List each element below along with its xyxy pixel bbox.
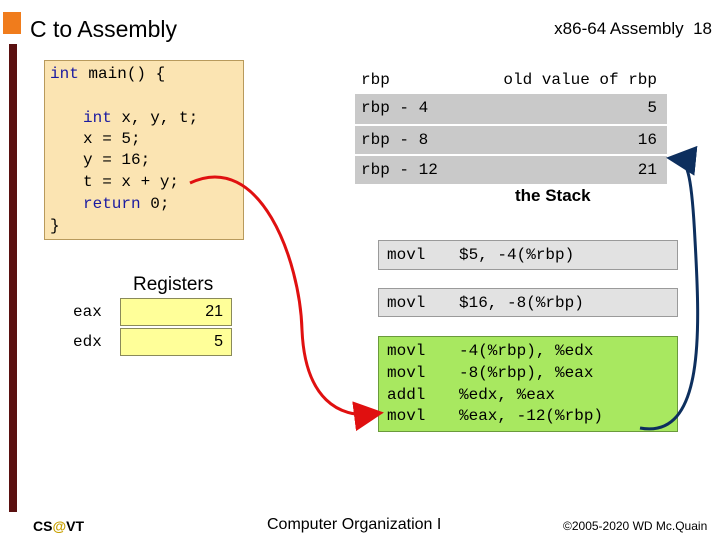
code-line-return: return 0;	[83, 195, 169, 213]
register-name: edx	[73, 333, 102, 351]
code-line-assign-x: x = 5;	[83, 130, 141, 148]
stack-value: 21	[637, 161, 657, 179]
instruction-op: movl	[387, 407, 426, 425]
code-text: 0;	[140, 195, 170, 213]
instruction-args: %edx, %eax	[459, 386, 556, 404]
register-row-eax: eax 21	[66, 298, 232, 326]
c-code-box: int main() { int x, y, t; x = 5; y = 16;…	[44, 60, 244, 240]
instruction-op: movl	[387, 294, 426, 312]
footer-course-name: Computer Organization I	[267, 516, 442, 533]
instruction-box-2: movl $16, -8(%rbp)	[378, 288, 678, 317]
instruction-args: $5, -4(%rbp)	[459, 246, 575, 264]
register-row-edx: edx 5	[66, 328, 232, 356]
slide-number: 18	[693, 19, 712, 38]
instruction-op: movl	[387, 364, 426, 382]
stack-cell: old value of rbp	[459, 66, 667, 94]
footer-at: @	[52, 518, 67, 534]
register-name: eax	[73, 303, 102, 321]
stack-label: rbp - 4	[361, 99, 429, 117]
stack-row: rbp - 8 16	[355, 124, 667, 154]
stack-row-rbp: rbp old value of rbp	[355, 66, 667, 94]
stack-row: rbp - 4 5	[355, 94, 667, 124]
instruction-op: movl	[387, 246, 426, 264]
instruction-args: -4(%rbp), %edx	[459, 342, 594, 360]
register-value-cell: 5	[120, 328, 232, 356]
stack-cell: 16	[459, 126, 667, 154]
footer-copyright: ©2005-2020 WD Mc.Quain	[563, 519, 708, 533]
footer-cs: CS	[33, 518, 53, 534]
title-accent-square	[3, 12, 21, 34]
instruction-box-3: movl -4(%rbp), %edx movl -8(%rbp), %eax …	[378, 336, 678, 432]
instruction-args: $16, -8(%rbp)	[459, 294, 584, 312]
instruction-box-1: movl $5, -4(%rbp)	[378, 240, 678, 270]
code-line-assign-t: t = x + y;	[83, 173, 180, 191]
code-keyword: int	[50, 65, 79, 83]
stack-cell: 5	[459, 94, 667, 122]
section-label: x86-64 Assembly	[554, 19, 684, 38]
code-text: x, y, t;	[111, 109, 199, 127]
stack-caption: the Stack	[515, 186, 591, 205]
code-line-main: int main() {	[50, 65, 165, 83]
registers-heading: Registers	[133, 274, 214, 295]
code-keyword: int	[83, 109, 112, 127]
red-arrow	[189, 175, 384, 432]
register-value-cell: 21	[120, 298, 232, 326]
stack-label: rbp - 12	[361, 161, 438, 179]
stack-value: 16	[637, 131, 657, 149]
code-line-declare: int x, y, t;	[83, 109, 198, 127]
instruction-op: movl	[387, 342, 426, 360]
stack-cell: 21	[459, 156, 667, 184]
register-value: 5	[214, 333, 223, 350]
footer-course-tag: CS@VT	[33, 518, 84, 534]
instruction-args: %eax, -12(%rbp)	[459, 407, 604, 425]
instruction-args: -8(%rbp), %eax	[459, 364, 594, 382]
stack-label: rbp - 8	[361, 131, 429, 149]
slide-header-right: x86-64 Assembly 18	[554, 19, 712, 39]
register-value: 21	[205, 303, 223, 320]
instruction-op: addl	[387, 386, 426, 404]
navy-arrow	[639, 145, 700, 431]
left-accent-bar	[9, 44, 17, 512]
code-line-assign-y: y = 16;	[83, 151, 151, 169]
stack-value: 5	[647, 99, 657, 117]
code-line-close: }	[50, 217, 60, 235]
stack-row: rbp - 12 21	[355, 154, 667, 184]
stack-label: rbp	[361, 71, 390, 89]
footer-vt: VT	[66, 518, 84, 534]
code-text: main() {	[78, 65, 166, 83]
code-keyword: return	[83, 195, 141, 213]
slide-title: C to Assembly	[30, 16, 177, 42]
stack-value: old value of rbp	[503, 71, 657, 89]
